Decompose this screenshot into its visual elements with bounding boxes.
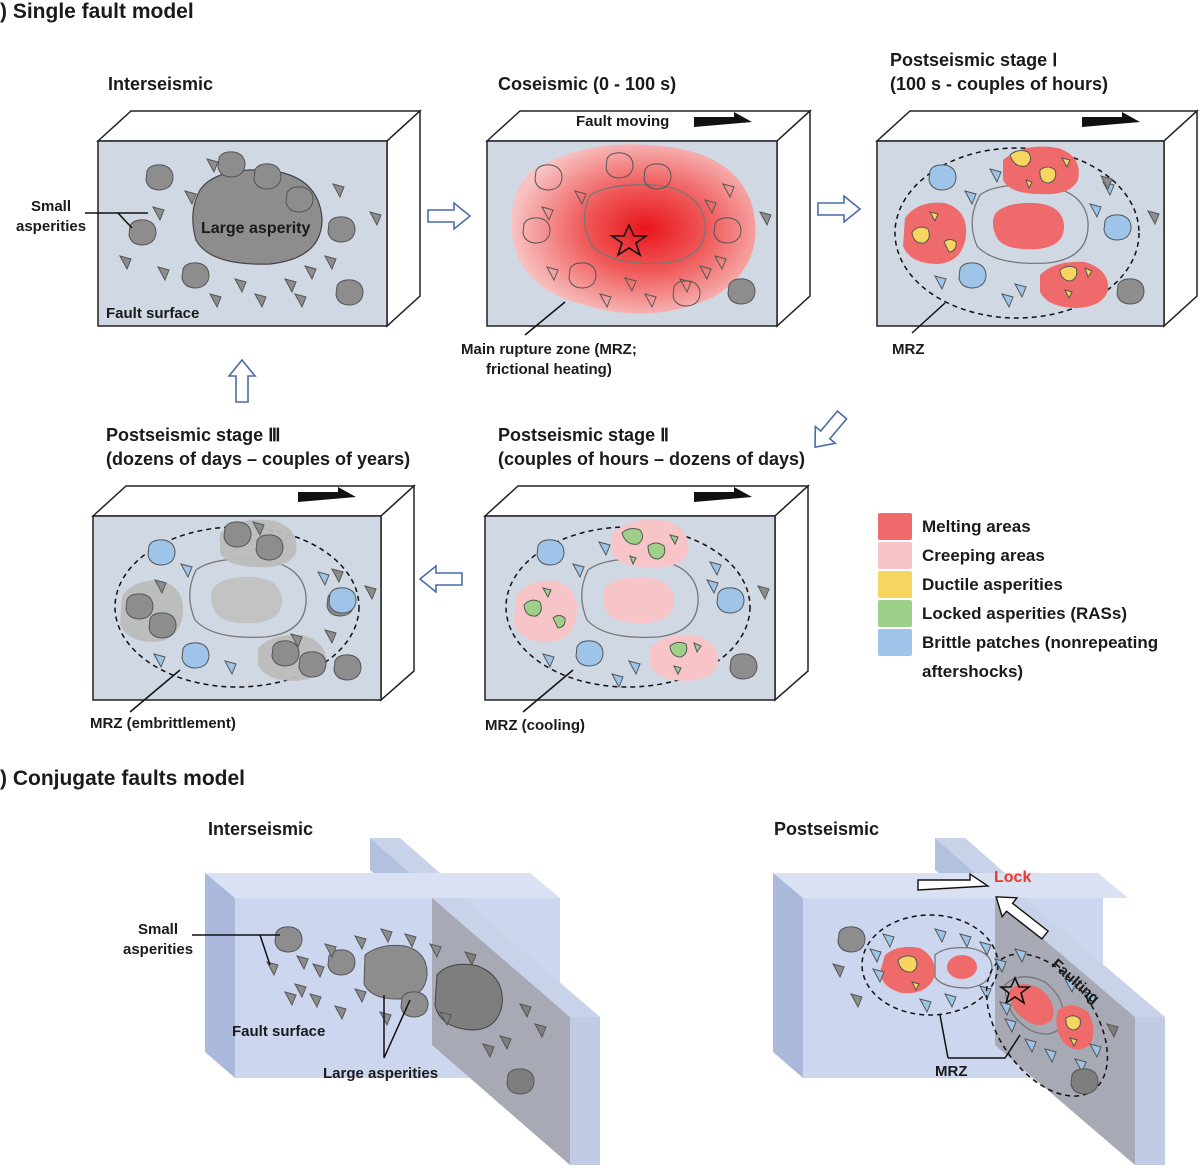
- mrz-post1-label: MRZ: [892, 341, 925, 358]
- panel-conjugate-interseismic: [192, 838, 600, 1165]
- conj-large-asperities-label: Large asperities: [323, 1065, 439, 1082]
- conj-title-postseismic: Postseismic: [774, 819, 880, 839]
- small-asperities-label: Small asperities: [16, 198, 87, 235]
- arrow-left-icon: [419, 565, 463, 593]
- arrow-up-icon: [228, 359, 256, 403]
- conj-title-interseismic: Interseismic: [208, 819, 314, 839]
- panel-postseismic-2: [483, 484, 810, 713]
- stage-title-postseismic-1: Postseismic stage Ⅰ (100 s - couples of …: [890, 50, 1109, 94]
- fault-surface-label: Fault surface: [106, 305, 200, 322]
- panel-interseismic: [85, 109, 422, 328]
- large-asperity-label: Large asperity: [201, 220, 311, 237]
- stage-title-interseismic: Interseismic: [108, 74, 214, 94]
- stage-title-coseismic: Coseismic (0 - 100 s): [498, 74, 677, 94]
- panel-coseismic: [485, 109, 812, 336]
- legend-swatches: [878, 513, 912, 656]
- panel-postseismic-3: [91, 484, 416, 713]
- arrow-right-icon: [817, 195, 861, 223]
- mrz-post3-label: MRZ (embrittlement): [90, 715, 236, 732]
- mrz-post2-label: MRZ (cooling): [485, 717, 585, 734]
- arrow-down-left-icon: [804, 405, 853, 457]
- section-title-single-fault: ) Single fault model: [0, 0, 194, 23]
- conj-mrz-label: MRZ: [935, 1063, 968, 1080]
- legend-label-ductile: Ductile asperities: [922, 575, 1063, 594]
- conj-small-asperities-label: Small asperities: [123, 921, 194, 958]
- legend-label-creeping: Creeping areas: [922, 546, 1045, 565]
- legend-label-locked: Locked asperities (RASs): [922, 604, 1128, 623]
- stage-title-postseismic-3: Postseismic stage Ⅲ (dozens of days – co…: [106, 425, 411, 469]
- panel-conjugate-postseismic: [773, 838, 1165, 1165]
- main-rupture-zone: [511, 144, 756, 314]
- legend-label-brittle: Brittle patches (nonrepeating aftershock…: [922, 633, 1159, 681]
- hypocenter-star-icon: [609, 223, 649, 257]
- hypocenter-star-icon: [998, 976, 1032, 1005]
- section-title-conjugate: ) Conjugate faults model: [0, 767, 246, 790]
- legend-label-melting: Melting areas: [922, 517, 1031, 536]
- stage-title-postseismic-2: Postseismic stage Ⅱ (couples of hours – …: [498, 425, 806, 469]
- panel-postseismic-1: [875, 109, 1199, 334]
- conj-fault-surface-label: Fault surface: [232, 1023, 326, 1040]
- mrz-coseismic-label: Main rupture zone (MRZ; frictional heati…: [461, 341, 637, 378]
- lock-label: Lock: [994, 869, 1032, 886]
- arrow-right-icon: [427, 202, 471, 230]
- fault-moving-label: Fault moving: [576, 113, 670, 130]
